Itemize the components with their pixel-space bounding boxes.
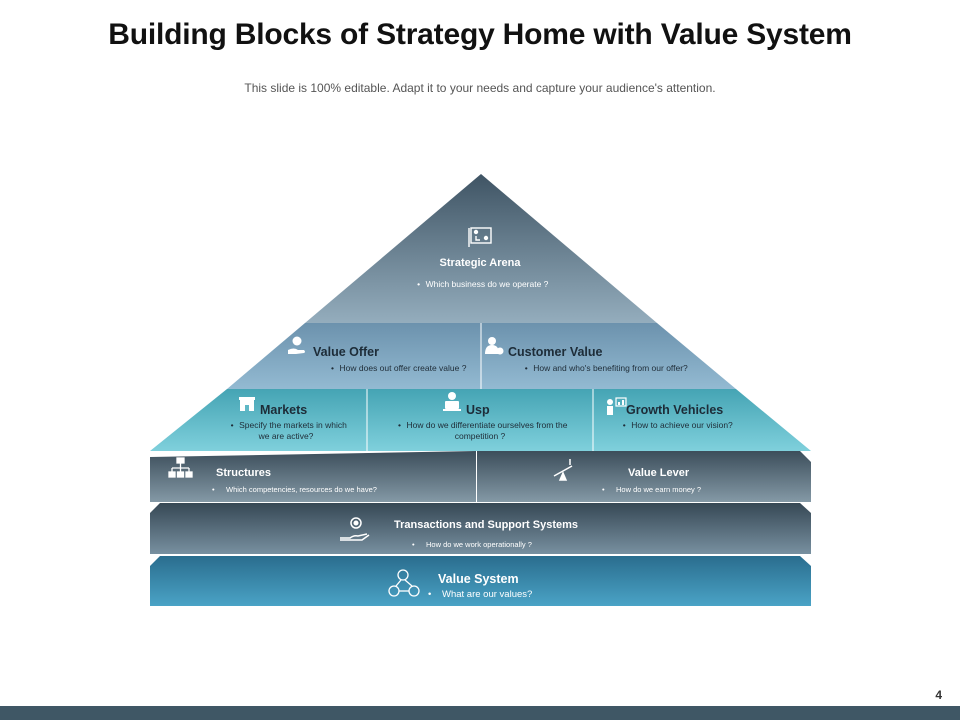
usp-heading: Usp [466,403,490,417]
roof-bullet-text: Which business do we operate ? [425,279,549,289]
page-number: 4 [935,688,942,702]
transactions-gear-icon [340,517,370,541]
value-offer-bullet-text: How does out offer create value ? [339,363,467,373]
transactions-bullet: •How do we work operationally ? [412,540,532,549]
structures-bullet: •Which competencies, resources do we hav… [212,485,377,494]
network-value-icon [388,569,420,597]
tier4-band-right [477,451,811,502]
value-system-bullet-text: What are our values? [442,589,533,600]
growth-vehicles-bullet: •How to achieve our vision? [622,420,733,430]
tier6-band [150,556,811,606]
value-system-heading: Value System [438,572,519,586]
user-dollar-icon [485,337,504,355]
transactions-bullet-text: How do we work operationally ? [426,540,532,549]
page-title: Building Blocks of Strategy Home with Va… [108,18,852,51]
customer-value-bullet-text: How and who's benefiting from our offer? [533,363,688,373]
hand-gear-icon [288,336,305,354]
presenter-chart-icon [607,397,627,415]
tier3-band [150,389,811,451]
roof-segment [305,174,657,323]
transactions-heading: Transactions and Support Systems [394,519,578,531]
tier5-band [150,503,811,554]
tier4-band [150,451,476,502]
customer-value-bullet: •How and who's benefiting from our offer… [524,363,688,373]
value-system-bullet: •What are our values? [428,589,533,600]
markets-heading: Markets [260,403,308,417]
strategy-board-icon [468,227,492,247]
structures-heading: Structures [216,467,272,479]
growth-vehicles-bullet-text: How to achieve our vision? [631,420,733,430]
value-offer-heading: Value Offer [313,345,379,359]
value-lever-bullet: •How do we earn money ? [602,485,702,494]
roof-bullet: •Which business do we operate ? [417,279,549,289]
page-subtitle: This slide is 100% editable. Adapt it to… [244,81,716,95]
org-chart-icon [168,457,193,478]
value-offer-bullet: •How does out offer create value ? [331,363,467,373]
markets-bullet-text: Specify the markets in which we are acti… [239,420,347,441]
laptop-person-icon [443,392,461,411]
usp-bullet: •How do we differentiate ourselves from … [398,420,568,441]
customer-value-heading: Customer Value [508,345,603,359]
shop-icon [239,397,255,411]
value-lever-bullet-text: How do we earn money ? [616,485,702,494]
usp-bullet-text: How do we differentiate ourselves from t… [406,420,568,441]
roof-heading: Strategic Arena [439,257,521,269]
structures-bullet-text: Which competencies, resources do we have… [226,485,377,494]
growth-vehicles-heading: Growth Vehicles [626,403,724,417]
footer-bar [0,706,960,720]
markets-bullet: •Specify the markets in which we are act… [230,420,347,441]
lever-icon [553,459,573,481]
value-lever-heading: Value Lever [628,467,690,479]
